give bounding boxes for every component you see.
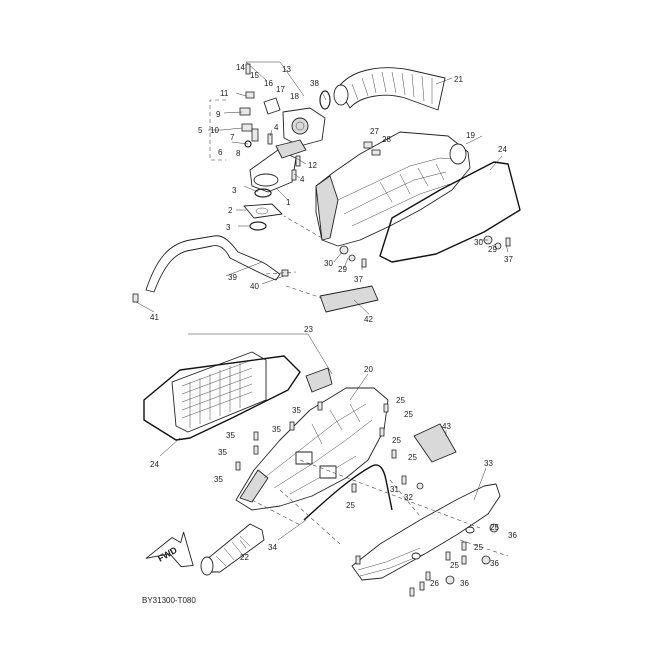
callout-25f: 25 <box>490 523 499 532</box>
bolts-lower <box>235 401 499 597</box>
hose-39 <box>145 235 289 293</box>
callout-36a: 36 <box>508 531 517 540</box>
callout-17: 17 <box>276 85 285 94</box>
callout-25e: 25 <box>346 501 355 510</box>
callout-39: 39 <box>228 273 237 282</box>
dashed-lines <box>251 215 509 557</box>
callout-29b: 29 <box>488 245 497 254</box>
sensor-stack <box>239 63 259 148</box>
callout-25h: 25 <box>450 561 459 570</box>
callout-30a: 30 <box>324 259 333 268</box>
callout-25d: 25 <box>408 453 417 462</box>
hose-34 <box>303 464 393 521</box>
callout-20: 20 <box>364 365 373 374</box>
callout-31: 31 <box>390 485 399 494</box>
clip-41 <box>132 293 139 303</box>
diagram-code: BY31300-T080 <box>142 596 196 605</box>
callout-26: 26 <box>430 579 439 588</box>
callout-22: 22 <box>240 553 249 562</box>
intake-duct-21 <box>333 67 446 111</box>
callout-21: 21 <box>454 75 463 84</box>
callout-25c: 25 <box>392 436 401 445</box>
leader-lines <box>135 61 509 549</box>
callout-29a: 29 <box>338 265 347 274</box>
callout-1: 1 <box>286 198 291 207</box>
pad-43 <box>413 423 457 463</box>
callout-24b: 24 <box>150 460 159 469</box>
callout-43: 43 <box>442 422 451 431</box>
callout-13: 13 <box>282 65 291 74</box>
callout-5: 5 <box>198 126 203 135</box>
callout-8: 8 <box>236 149 241 158</box>
callout-25g: 25 <box>474 543 483 552</box>
callout-28: 28 <box>382 135 391 144</box>
plug-upper-small <box>305 367 333 393</box>
callout-12: 12 <box>308 161 317 170</box>
callout-4a: 4 <box>274 123 279 132</box>
callout-35a: 35 <box>292 406 301 415</box>
callout-9: 9 <box>216 110 221 119</box>
throttle-body <box>263 97 326 147</box>
callout-2: 2 <box>228 206 233 215</box>
callout-4b: 4 <box>300 175 305 184</box>
callout-40: 40 <box>250 282 259 291</box>
callout-33: 33 <box>484 459 493 468</box>
callout-7: 7 <box>230 133 235 142</box>
callout-35e: 35 <box>214 475 223 484</box>
callout-15: 15 <box>250 71 259 80</box>
clamp-38 <box>319 90 331 110</box>
callout-labels: 1 2 3 3 4 4 5 6 7 8 9 10 11 12 13 14 15 … <box>150 63 517 588</box>
seal-24-upper <box>379 161 521 263</box>
callout-25a: 25 <box>396 396 405 405</box>
callout-34: 34 <box>268 543 277 552</box>
callout-32: 32 <box>404 493 413 502</box>
air-cleaner-case-lower-20 <box>235 387 389 511</box>
bolts-4-12 <box>267 133 301 181</box>
callout-24a: 24 <box>498 145 507 154</box>
callout-37a: 37 <box>354 275 363 284</box>
callout-3b: 3 <box>226 223 231 232</box>
callout-38: 38 <box>310 79 319 88</box>
joint-manifold <box>249 139 307 193</box>
callout-23: 23 <box>304 325 313 334</box>
pad-42 <box>319 285 379 313</box>
callout-36c: 36 <box>460 579 469 588</box>
callout-18: 18 <box>290 92 299 101</box>
callout-35c: 35 <box>226 431 235 440</box>
air-cleaner-case-upper-19 <box>315 131 471 247</box>
gasket-plate-2 <box>243 203 283 219</box>
callout-30b: 30 <box>474 238 483 247</box>
callout-35d: 35 <box>218 448 227 457</box>
seal-24-lower <box>143 355 301 441</box>
callout-25b: 25 <box>404 410 413 419</box>
callout-19: 19 <box>466 131 475 140</box>
callout-10: 10 <box>210 126 219 135</box>
callout-35b: 35 <box>272 425 281 434</box>
callout-36b: 36 <box>490 559 499 568</box>
filter-element-23 <box>171 351 267 433</box>
plugs-27-28 <box>363 141 381 156</box>
callout-37b: 37 <box>504 255 513 264</box>
callout-11: 11 <box>220 89 229 98</box>
callout-42: 42 <box>364 315 373 324</box>
callout-3a: 3 <box>232 186 237 195</box>
callout-14: 14 <box>236 63 245 72</box>
fwd-arrow: FWD <box>145 531 194 568</box>
bolts-29-30-37-upper <box>339 235 511 268</box>
callout-16: 16 <box>264 79 273 88</box>
callout-27: 27 <box>370 127 379 136</box>
intake-duct-22 <box>200 523 265 576</box>
callout-6: 6 <box>218 148 223 157</box>
callout-41: 41 <box>150 313 159 322</box>
cover-33 <box>351 483 501 581</box>
